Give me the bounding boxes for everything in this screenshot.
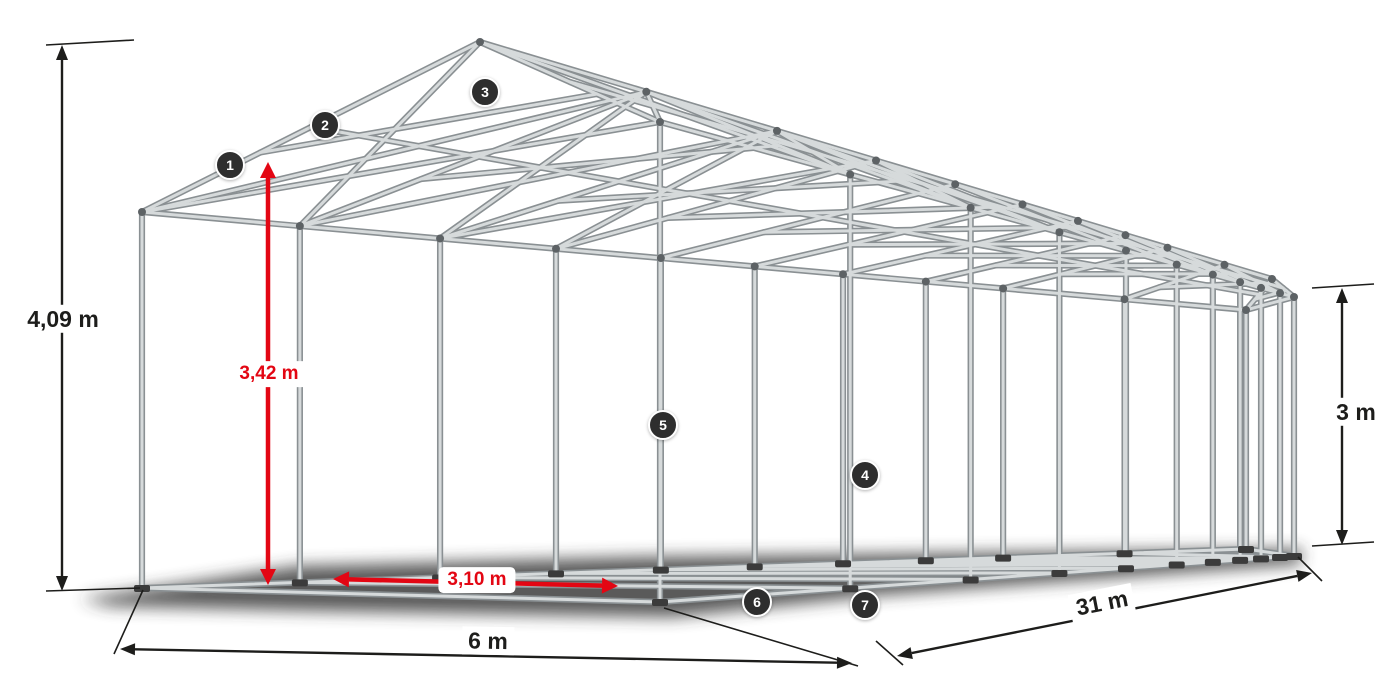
- dimension-label-side-height: 3 m: [1330, 397, 1382, 427]
- marker-6: 6: [742, 587, 772, 617]
- dimension-label-inner-height: 3,42 m: [230, 361, 308, 387]
- frame-joints: [134, 38, 1302, 606]
- frame-tubes-fill: [140, 40, 1296, 604]
- marker-5: 5: [648, 410, 678, 440]
- marker-4: 4: [850, 460, 880, 490]
- dimension-label-total-height: 4,09 m: [21, 304, 105, 334]
- marker-1: 1: [215, 150, 245, 180]
- marker-7: 7: [850, 590, 880, 620]
- marker-2: 2: [310, 110, 340, 140]
- dimension-label-width: 6 m: [461, 626, 515, 656]
- dimension-label-inner-width: 3,10 m: [438, 567, 516, 593]
- marker-3: 3: [470, 77, 500, 107]
